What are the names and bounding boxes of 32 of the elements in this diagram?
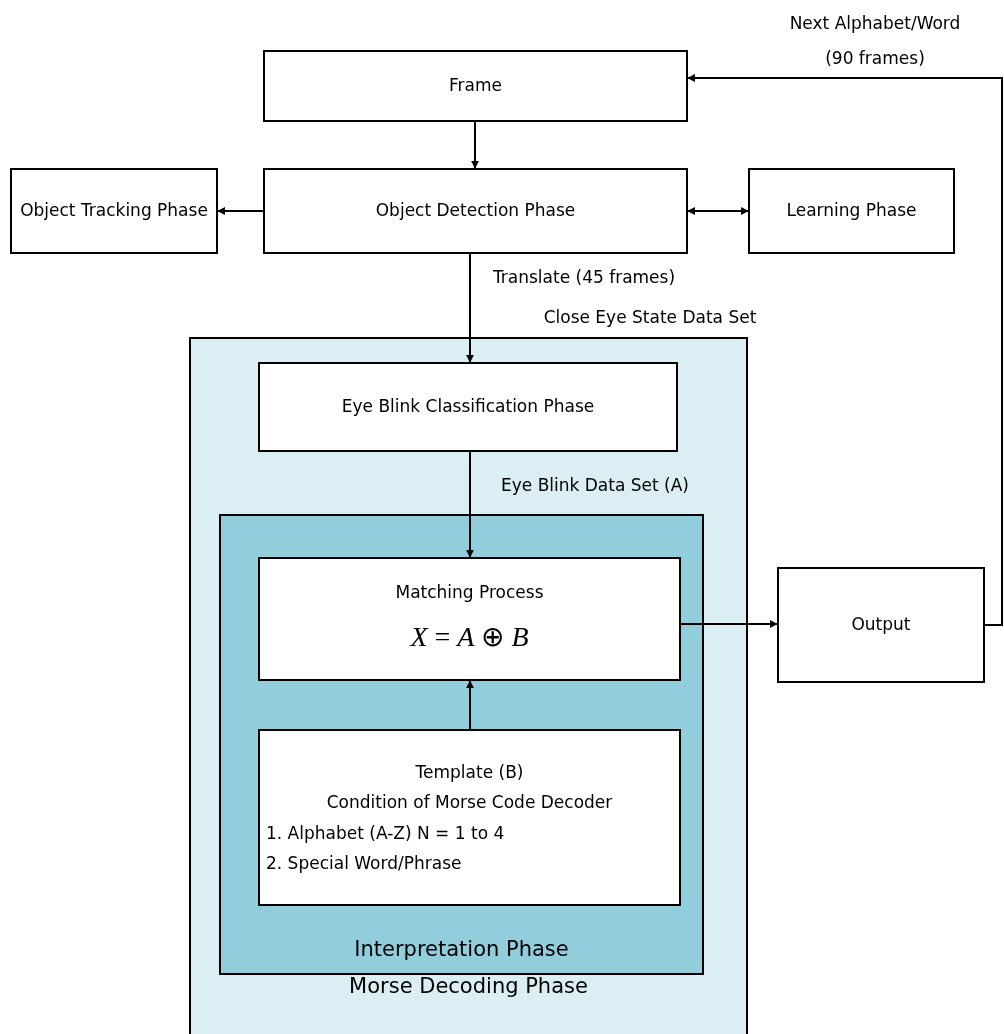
node-label: Frame [449, 74, 502, 98]
phase-label: Interpretation Phase [353, 936, 570, 963]
arrow [466, 253, 474, 363]
process-box [10, 168, 218, 254]
process-box [777, 567, 985, 683]
arrow [680, 620, 778, 628]
node-label: Output [851, 613, 911, 637]
phase-container [219, 514, 704, 975]
arrow [466, 680, 474, 730]
node-label: Condition of Morse Code Decoder [325, 791, 614, 814]
list-item: 1. Alphabet (A-Z) N = 1 to 4 [266, 821, 506, 844]
node-label: Eye Blink Classification Phase [341, 395, 595, 419]
node-label: Object Detection Phase [375, 199, 576, 223]
arrow [466, 451, 474, 558]
process-box [263, 50, 688, 122]
process-box [748, 168, 955, 254]
phase-label: Morse Decoding Phase [348, 973, 589, 1000]
node-label: Matching Process [395, 581, 544, 605]
node-label: Template (B) [414, 761, 525, 784]
arrow [687, 207, 749, 215]
formula: X = A ⊕ B [410, 619, 529, 654]
arrow [471, 121, 479, 169]
node-label: Object Tracking Phase [20, 199, 208, 223]
process-box [258, 362, 678, 452]
process-box [258, 557, 681, 681]
list-item: 2. Special Word/Phrase [266, 851, 463, 874]
phase-container [189, 337, 748, 1034]
process-box [263, 168, 688, 254]
process-box [258, 729, 681, 906]
arrow [687, 74, 1003, 626]
arrow [217, 207, 264, 215]
node-label: Learning Phase [786, 199, 917, 223]
